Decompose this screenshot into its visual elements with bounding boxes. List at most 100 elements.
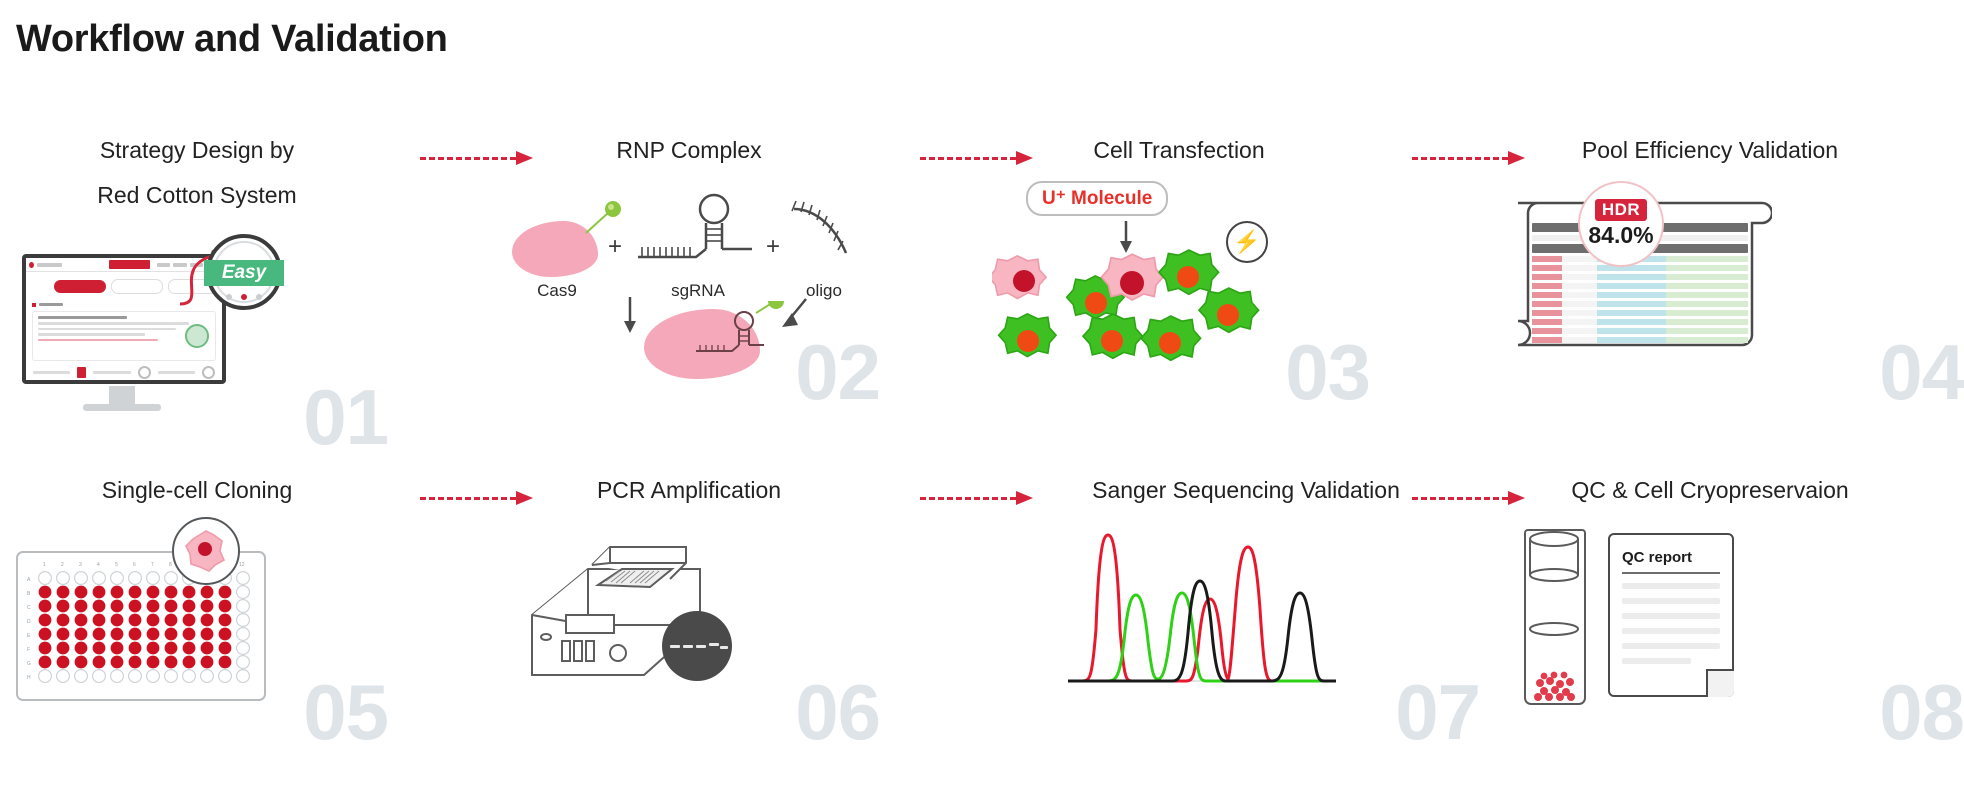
oligo-label: oligo — [806, 281, 842, 300]
qc-report-title: QC report — [1622, 549, 1693, 566]
sgrna-icon — [638, 193, 752, 259]
workflow-step-07[interactable]: Sanger Sequencing Validation 07 — [1046, 458, 1481, 798]
arrow-shaft — [420, 157, 516, 160]
single-cell-icon — [185, 530, 226, 572]
workflow-step-04[interactable]: Pool Efficiency Validation — [1490, 118, 1964, 458]
step-label: PCR Amplification — [596, 477, 782, 503]
step-illustration-pool-efficiency: HDR 84.0% 04 — [1490, 175, 1964, 415]
card-highlight-text — [38, 338, 159, 341]
verified-stamp-icon — [185, 324, 209, 348]
step-number: 01 — [303, 373, 389, 461]
workflow-row-bottom: Single-cell Cloning 123 456 789 101112 A… — [0, 458, 1964, 798]
card-title-text — [38, 316, 128, 319]
svg-text:F: F — [27, 647, 30, 653]
step-number: 07 — [1395, 668, 1481, 756]
card-footer-row — [33, 366, 215, 379]
cas9-tag-linker-icon — [585, 201, 621, 234]
step-number: 06 — [795, 668, 881, 756]
badge-dots — [206, 294, 282, 300]
plus-operator-1: + — [608, 233, 623, 260]
svg-text:3: 3 — [79, 562, 82, 568]
arrow-shaft — [1412, 157, 1508, 160]
svg-text:A: A — [27, 577, 31, 583]
nav-active-tab — [108, 260, 151, 269]
step-number: 08 — [1879, 668, 1964, 756]
tab-fragment-b — [111, 279, 163, 294]
card-body-text — [38, 327, 176, 330]
arrow-shaft — [920, 157, 1016, 160]
arrow-head-icon — [1508, 151, 1525, 165]
gel-band — [709, 643, 719, 646]
workflow-step-03[interactable]: Cell Transfection U⁺ Molecule ⚡ — [982, 118, 1376, 458]
table-row — [1532, 319, 1748, 325]
hdr-efficiency-badge: HDR 84.0% — [1578, 181, 1664, 267]
gel-electrophoresis-inset — [662, 611, 732, 681]
cryovial-icon — [1524, 529, 1586, 705]
step-illustration-pcr-amplification: 06 — [492, 515, 886, 755]
workflow-row-top: Strategy Design by Red Cotton System — [0, 118, 1964, 458]
document-text-line — [1622, 658, 1691, 664]
workflow-step-05[interactable]: Single-cell Cloning 123 456 789 101112 A… — [0, 458, 394, 798]
svg-text:G: G — [27, 661, 31, 667]
svg-text:5: 5 — [115, 562, 118, 568]
nav-text — [173, 262, 187, 267]
monitor-stand-neck — [109, 386, 135, 404]
page-title: Workflow and Validation — [16, 18, 448, 60]
result-card — [32, 311, 216, 361]
table-row — [1532, 292, 1748, 298]
svg-text:C: C — [27, 605, 31, 611]
step-label: Single-cell Cloning — [101, 477, 293, 503]
report-scroll-icon: HDR 84.0% — [1500, 181, 1774, 349]
tab-active — [54, 280, 106, 293]
cas9-label: Cas9 — [537, 281, 577, 300]
cell-population-icon — [992, 249, 1260, 362]
footer-text — [33, 371, 71, 374]
workflow-diagram: Strategy Design by Red Cotton System — [0, 118, 1964, 798]
workflow-step-08[interactable]: QC & Cell Cryopreservaion — [1490, 458, 1964, 798]
step-illustration-qc-cryopreservation: QC report 08 — [1490, 515, 1964, 755]
flow-arrow-5-to-6 — [420, 488, 538, 508]
svg-text:7: 7 — [151, 562, 154, 568]
oligo-icon — [791, 200, 848, 254]
footer-text — [93, 371, 131, 374]
arrow-shaft — [420, 497, 516, 500]
page-fold-corner-icon — [1706, 669, 1734, 697]
workflow-step-01[interactable]: Strategy Design by Red Cotton System — [0, 118, 394, 458]
document-text-line — [1622, 628, 1720, 634]
step-illustration-strategy-design: Easy 01 — [0, 220, 394, 460]
electroporation-icon: ⚡ — [1226, 221, 1268, 263]
flow-arrow-2-to-3 — [920, 148, 1038, 168]
downward-arrow-icon — [1120, 221, 1132, 253]
step-label: Cell Transfection — [1093, 137, 1265, 163]
document-text-line — [1622, 613, 1720, 619]
badge-dot-active — [241, 294, 247, 300]
flow-arrow-7-to-8 — [1412, 488, 1530, 508]
table-row — [1532, 337, 1748, 343]
workflow-step-02[interactable]: RNP Complex Cas9 + — [492, 118, 886, 458]
hdr-badge-tag: HDR — [1594, 199, 1648, 221]
document-text-line — [1622, 583, 1720, 589]
table-row — [1532, 283, 1748, 289]
card-body-text — [38, 333, 145, 336]
step-label: Strategy Design by Red Cotton System — [97, 137, 297, 208]
svg-text:H: H — [27, 675, 31, 681]
arrow-head-icon — [1016, 151, 1033, 165]
flow-arrow-1-to-2 — [420, 148, 538, 168]
section-title-text — [39, 303, 63, 306]
design-tabs — [26, 272, 222, 298]
badge-label: Easy — [204, 260, 284, 286]
section-heading — [32, 301, 216, 308]
u-molecule-callout: U⁺ Molecule — [1026, 181, 1169, 216]
workflow-step-06[interactable]: PCR Amplification — [492, 458, 886, 798]
cas9-protein-icon — [512, 221, 598, 277]
gel-band — [670, 645, 680, 648]
arrow-head-icon — [516, 151, 533, 165]
step-number: 04 — [1879, 328, 1964, 416]
table-row — [1532, 328, 1748, 334]
svg-text:D: D — [27, 619, 31, 625]
plus-operator-2: + — [766, 233, 781, 260]
svg-text:E: E — [27, 633, 31, 639]
rnp-complex-icon — [644, 309, 760, 379]
gel-band — [696, 645, 706, 648]
